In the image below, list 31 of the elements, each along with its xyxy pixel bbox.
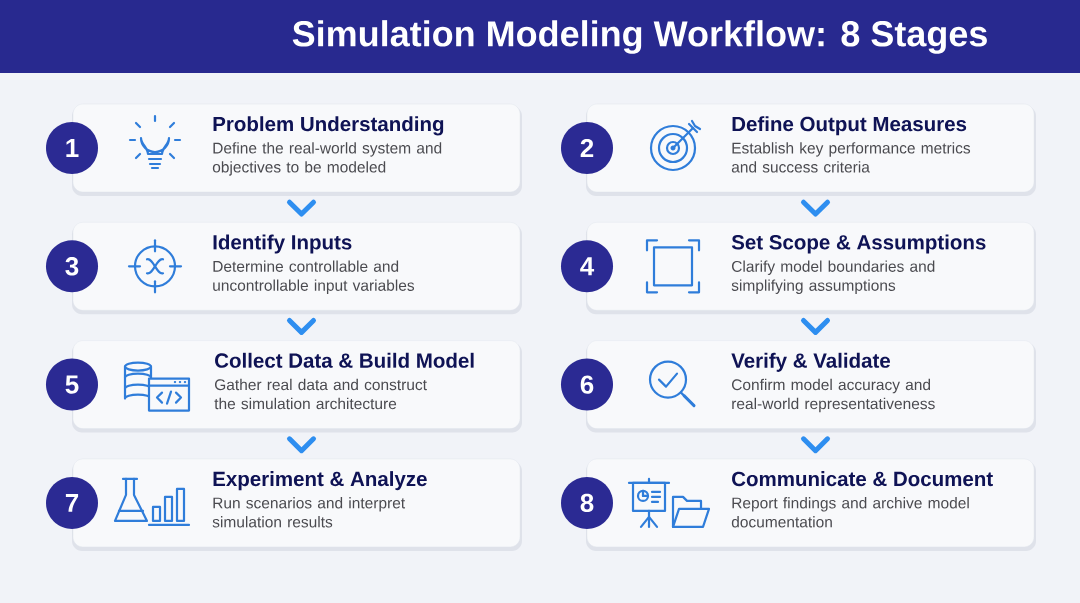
- step-description: Confirm model accuracy and real-world representativeness: [732, 378, 935, 413]
- step-description: Clarify model boundaries and simplifying assumptions: [731, 260, 935, 294]
- chevron-arrow: [801, 436, 830, 454]
- step-heading: Identify Inputs: [213, 234, 352, 254]
- number-badge: 6: [561, 358, 613, 411]
- number-badge: 7: [46, 476, 98, 529]
- step-description: Run scenarios and interpret simulation results: [212, 497, 405, 528]
- step-heading: Communicate & Document: [732, 471, 993, 487]
- chevron-arrow: [287, 199, 316, 217]
- step-heading: Define Output Measures: [732, 116, 967, 136]
- number-badge: 1: [46, 122, 98, 174]
- chevron-arrow: [801, 318, 830, 335]
- chevron-arrow: [287, 436, 316, 454]
- number-badge: 8: [561, 476, 613, 529]
- title: Simulation Modeling Workflow: 8 Stages: [292, 20, 987, 54]
- step-description: Establish key performance metrics and success criteria: [731, 142, 971, 173]
- step-heading: Experiment & Analyze: [213, 471, 427, 491]
- step-heading: Collect Data & Build Model: [215, 352, 474, 368]
- step-description: Determine controllable and uncontrollable input variables: [213, 260, 415, 294]
- step-description: Report findings and archive model documentation: [731, 497, 969, 528]
- step-heading: Set Scope & Assumptions: [731, 234, 986, 254]
- step-description: Define the real-world system and objectives to be modeled: [212, 142, 442, 176]
- number-badge: 2: [561, 122, 613, 174]
- chevron-arrow: [287, 318, 316, 335]
- step-heading: Verify & Validate: [731, 352, 891, 372]
- number-badge: 5: [46, 358, 98, 411]
- step-heading: Problem Understanding: [213, 116, 444, 136]
- step-description: Gather real data and construct the simulation architecture: [214, 378, 427, 410]
- number-badge: 3: [46, 240, 98, 293]
- chevron-arrow: [801, 199, 830, 217]
- number-badge: 4: [561, 240, 613, 293]
